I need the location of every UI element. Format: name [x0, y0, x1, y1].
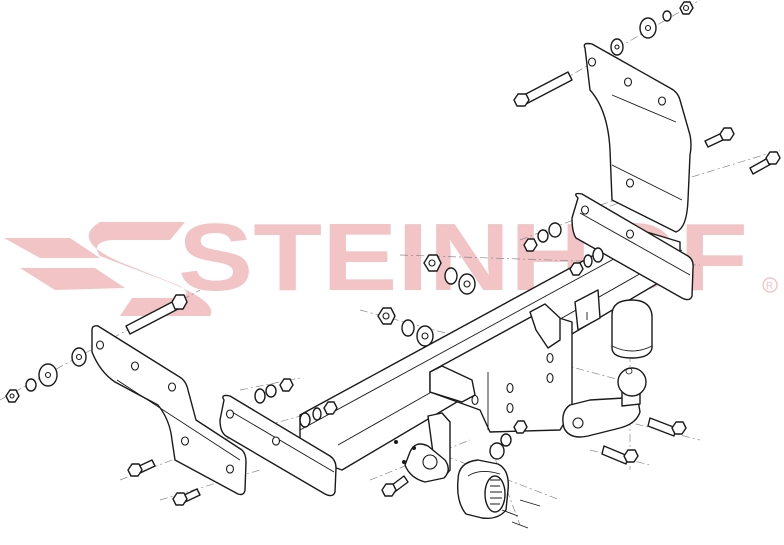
bolt-socket-plate — [381, 475, 409, 497]
watermark-s-logo — [4, 222, 212, 316]
nuts-and-washers — [5, 1, 694, 460]
bolt-right-2 — [749, 151, 781, 175]
registered-mark-icon — [762, 277, 778, 293]
bolt-long-left — [125, 294, 188, 335]
bolts — [125, 71, 781, 506]
bolt-long-top — [513, 71, 573, 107]
registered-mark-letter: R — [766, 281, 773, 292]
tow-ball-neck — [562, 367, 647, 438]
left-mounting-bracket — [91, 325, 247, 496]
bolt-neck-2 — [601, 445, 639, 465]
bolt-left-2 — [172, 488, 201, 506]
main-cross-beam — [219, 192, 694, 497]
right-mounting-bracket — [583, 42, 692, 233]
bolt-right-1 — [704, 127, 735, 148]
socket-screws — [501, 499, 541, 529]
socket-mounting-plate — [394, 412, 451, 483]
bolt-neck-1 — [647, 417, 687, 437]
electric-socket — [456, 459, 509, 520]
tow-ball-cap — [611, 299, 653, 359]
bolt-left-1 — [127, 459, 156, 477]
